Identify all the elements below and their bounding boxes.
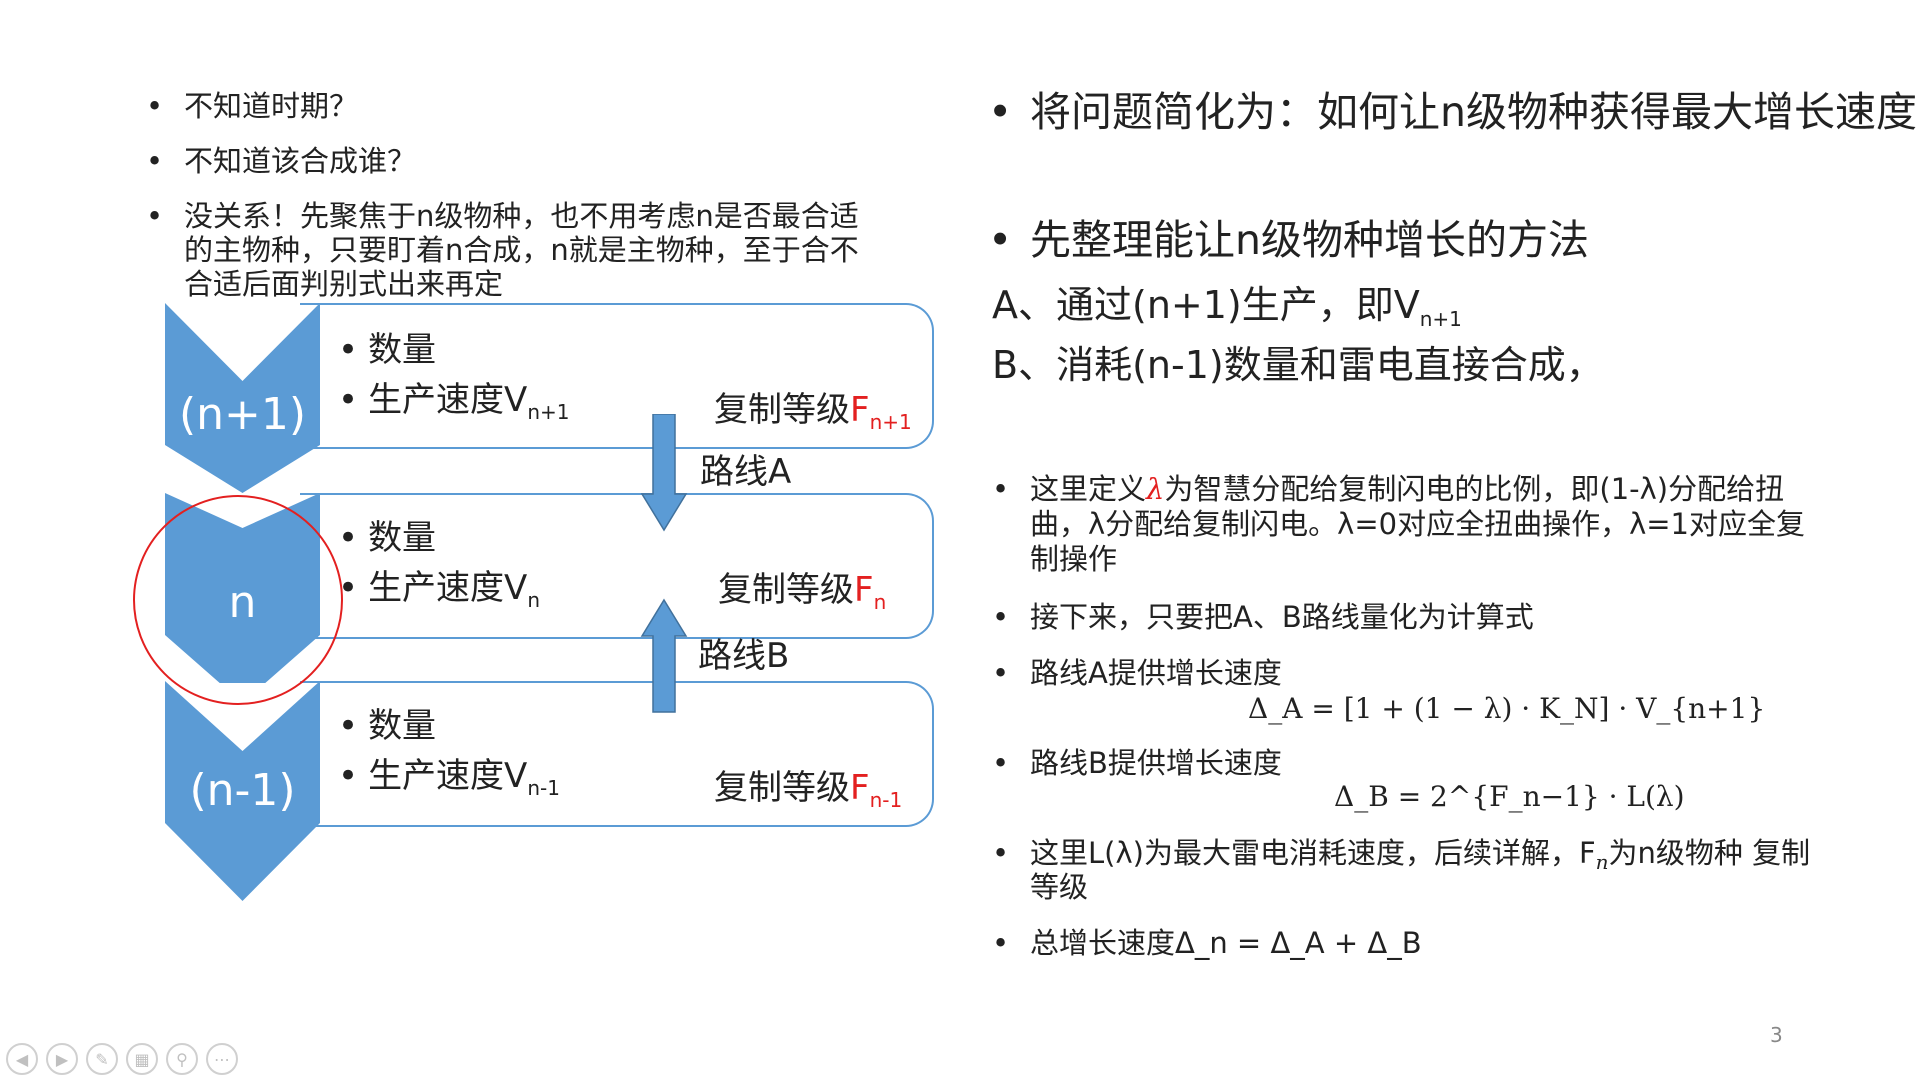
route-b-formula: Δ_B = 2^{F_n−1} · L(λ) [1334,780,1685,813]
route-a-formula: Δ_A = [1 + (1 − λ) · K_N] · V_{n+1} [1248,692,1766,725]
prev-icon[interactable]: ◀ [6,1043,38,1075]
chevron-n-plus-1 [165,303,320,493]
bullet-dot: • [146,199,164,233]
bullet-dot: • [146,144,164,178]
page-number: 3 [1770,1023,1783,1047]
level-box-n [300,493,934,639]
level-3-qty: •数量 [338,706,437,746]
level-2-grade: 复制等级Fn [718,570,887,614]
level-2-qty: •数量 [338,518,437,558]
route-b-label: 路线B [698,636,790,676]
chevron-n-minus-1 [165,681,320,901]
chevron-label-n: n [228,577,257,628]
level-box-n-plus-1 [300,303,934,449]
chevron-label-n-plus-1: (n+1) [178,389,307,440]
more-icon[interactable]: ⋯ [206,1043,238,1075]
bullet-dot: • [146,89,164,123]
highlight-circle [133,495,343,705]
chevron-label-n-minus-1: (n-1) [189,765,296,816]
level-2-speed: •生产速度Vn [338,568,541,612]
route-a-arrow [640,414,688,532]
zoom-icon[interactable]: ⚲ [166,1043,198,1075]
level-3-grade: 复制等级Fn-1 [714,768,903,812]
level-1-grade: 复制等级Fn+1 [714,390,912,434]
route-b-arrow [640,598,688,713]
route-a-label: 路线A [700,452,792,492]
level-3-speed: •生产速度Vn-1 [338,756,560,800]
route-a-description: A、通过(n+1)生产，即Vn+1 [992,283,1462,331]
level-box-n-minus-1 [300,681,934,827]
level-1-speed: •生产速度Vn+1 [338,380,570,424]
slides-icon[interactable]: ▦ [126,1043,158,1075]
pen-icon[interactable]: ✎ [86,1043,118,1075]
slideshow-toolbar: ◀ ▶ ✎ ▦ ⚲ ⋯ [6,1043,238,1075]
chevron-n [165,493,320,683]
next-icon[interactable]: ▶ [46,1043,78,1075]
level-1-qty: •数量 [338,330,437,370]
route-b-description: B、消耗(n-1)数量和雷电直接合成， [992,343,1604,387]
